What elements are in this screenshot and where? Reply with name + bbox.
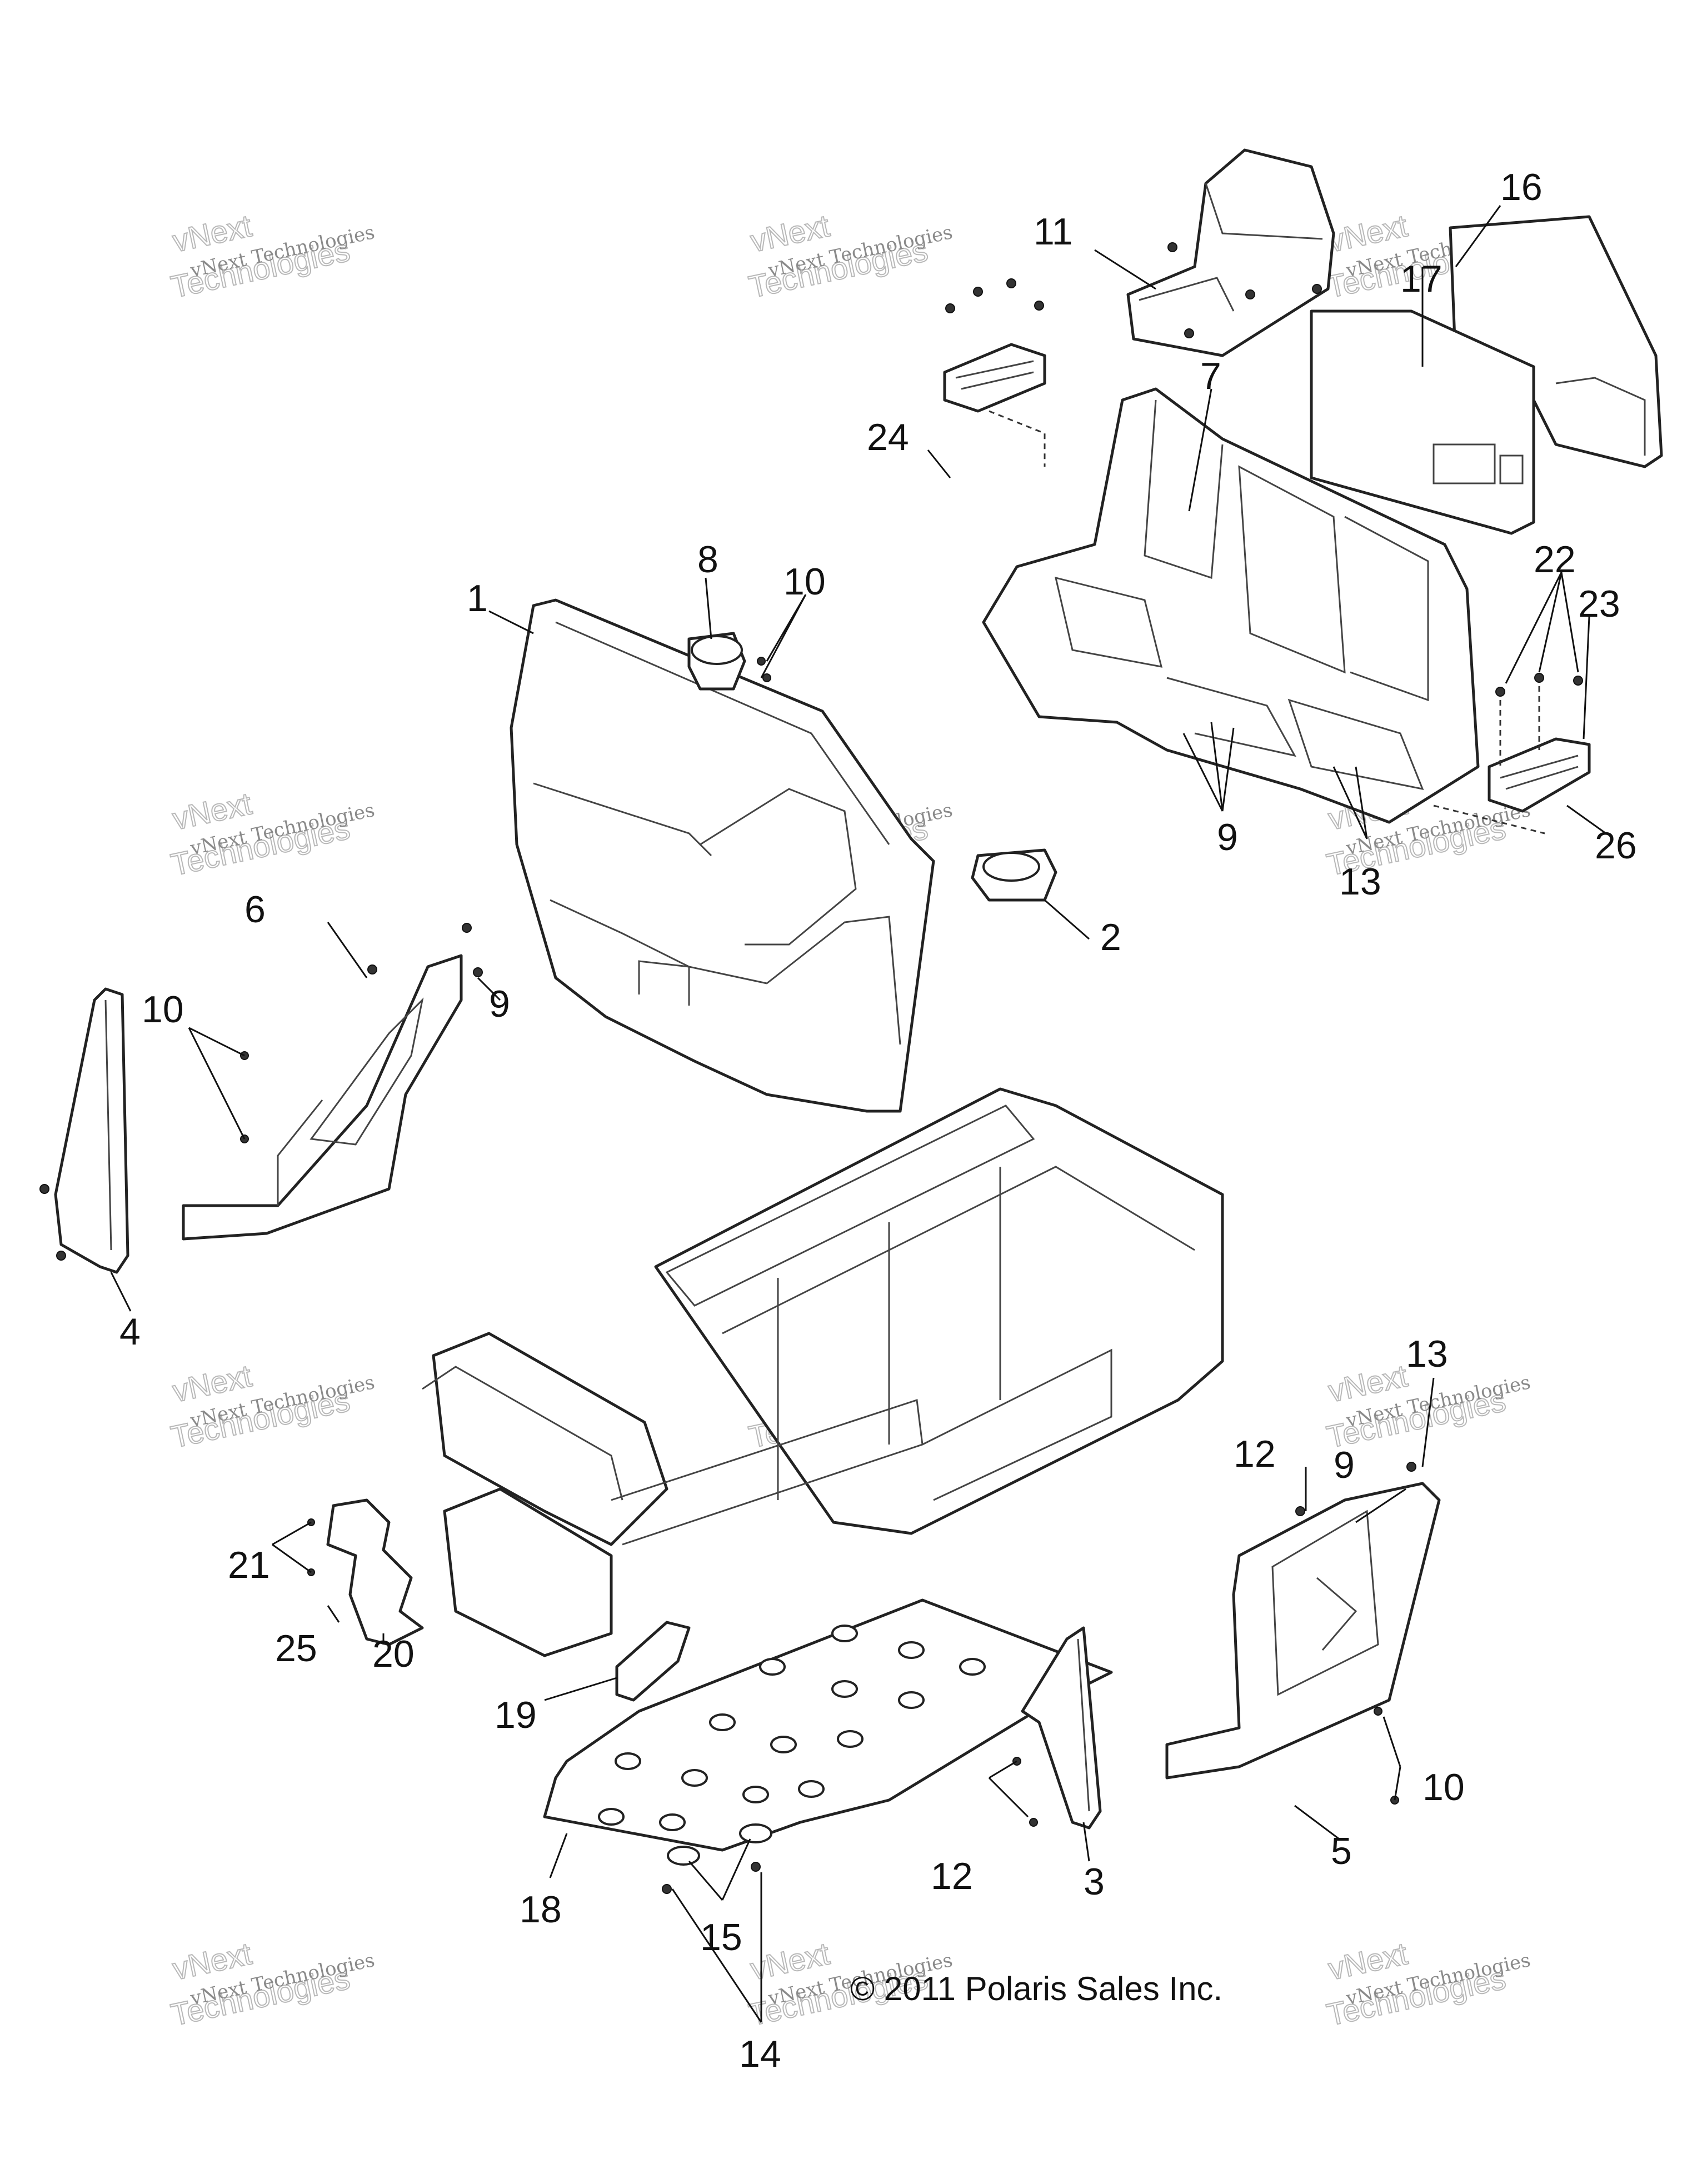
callout-8: 8 <box>697 538 718 581</box>
callout-24: 24 <box>867 416 909 458</box>
callout-9a: 9 <box>1217 816 1238 858</box>
callout-21: 21 <box>228 1544 270 1586</box>
callout-12a: 12 <box>1234 1433 1276 1475</box>
part-5-door-right <box>1165 1462 1441 1805</box>
callout-10c: 10 <box>1422 1766 1465 1808</box>
callout-2: 2 <box>1100 916 1121 958</box>
callout-15: 15 <box>700 1916 742 1958</box>
part-6-door-left <box>182 923 483 1241</box>
skid-plate-holes <box>598 1625 986 1831</box>
callout-14: 14 <box>739 2033 781 2075</box>
callout-10b: 10 <box>142 988 184 1031</box>
frame-chassis <box>422 1087 1224 1657</box>
callout-7: 7 <box>1200 355 1221 397</box>
callout-18: 18 <box>520 1888 562 1931</box>
callout-10a: 10 <box>783 561 826 603</box>
watermark: vNext Technologies vNext Technologies <box>167 207 377 305</box>
callout-25: 25 <box>275 1627 317 1670</box>
callout-16: 16 <box>1500 166 1543 208</box>
callout-11: 11 <box>1034 211 1073 253</box>
part-15-grommets <box>662 1823 772 1894</box>
watermark: vNext Technologies vNext Technologies <box>1323 1935 1533 2033</box>
callout-19: 19 <box>495 1694 537 1736</box>
part-8-cup-holder <box>687 632 771 691</box>
part-7-rear-floor <box>982 387 1480 824</box>
callout-9b: 9 <box>489 983 510 1025</box>
part-18-skid-plate <box>543 1598 1113 1852</box>
part-1-dash-panel <box>510 598 935 1113</box>
part-23-foot-rest <box>1433 673 1591 834</box>
watermark: vNext Technologies vNext Technologies <box>167 1935 377 2033</box>
callout-13b: 13 <box>1339 861 1381 903</box>
part-11-console <box>1126 148 1335 357</box>
callout-22: 22 <box>1534 538 1576 581</box>
callout-17: 17 <box>1400 258 1443 300</box>
part-20-pad <box>307 1498 424 1646</box>
callouts: 1 2 3 4 5 6 7 8 9 9 9 10 10 10 11 12 12 … <box>119 166 1637 2075</box>
callout-13a: 13 <box>1406 1333 1448 1375</box>
copyright-text: © 2011 Polaris Sales Inc. <box>850 1970 1222 2007</box>
callout-1: 1 <box>467 577 488 619</box>
callout-12b: 12 <box>931 1855 973 1897</box>
watermark: vNext Technologies vNext Technologies <box>167 1357 377 1455</box>
part-3-kick-right <box>1012 1626 1102 1830</box>
callout-5: 5 <box>1331 1830 1352 1872</box>
callout-6: 6 <box>244 888 266 931</box>
part-4-kick-left <box>39 987 249 1274</box>
callout-9c: 9 <box>1334 1444 1355 1486</box>
callout-4: 4 <box>119 1311 141 1353</box>
callout-3: 3 <box>1084 1861 1105 1903</box>
leader-lines <box>110 205 1606 2023</box>
callout-23: 23 <box>1578 583 1620 625</box>
part-19-bracket <box>615 1621 691 1702</box>
watermark: vNext Technologies vNext Technologies <box>745 207 955 305</box>
watermark: vNext Technologies vNext Technologies <box>167 785 377 883</box>
callout-26: 26 <box>1595 824 1637 867</box>
callout-20: 20 <box>372 1633 415 1675</box>
part-2-cup-holder <box>971 848 1057 902</box>
part-24-foot-rest <box>943 278 1046 467</box>
part-17-panel-insert <box>1310 309 1535 535</box>
